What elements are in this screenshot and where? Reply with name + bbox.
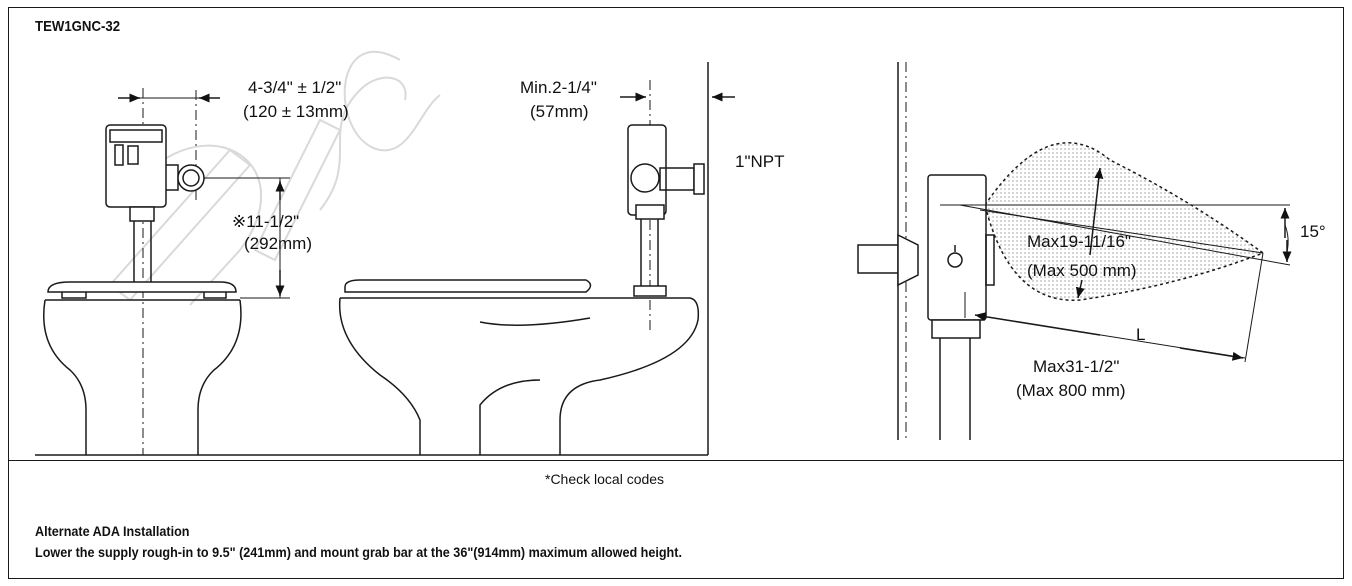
height-dim-label: ※11-1/2"	[232, 212, 299, 231]
watermark	[109, 50, 441, 306]
angle-label: 15°	[1300, 222, 1326, 241]
ada-title: Alternate ADA Installation	[35, 523, 190, 539]
sensor-view	[857, 62, 1292, 440]
length-label: L	[1136, 325, 1145, 344]
side-view	[35, 62, 735, 456]
max-length-mm-label: (Max 800 mm)	[1016, 381, 1126, 400]
max-length-label: Max31-1/2"	[1033, 357, 1119, 376]
offset-dim-label: 4-3/4" ± 1/2"	[248, 78, 341, 97]
model-title: TEW1GNC-32	[35, 18, 121, 35]
min-dim-mm-label: (57mm)	[530, 102, 589, 121]
ada-text: Lower the supply rough-in to 9.5" (241mm…	[35, 544, 682, 560]
local-codes-note: *Check local codes	[545, 471, 665, 487]
range-dim-label: Max19-11/16"	[1027, 232, 1131, 251]
min-dim-label: Min.2-1/4"	[520, 78, 597, 97]
offset-dim-mm-label: (120 ± 13mm)	[243, 102, 349, 121]
drawing-frame	[8, 7, 1344, 579]
height-dim-mm-label: (292mm)	[244, 234, 312, 253]
front-view	[43, 88, 290, 455]
range-dim-mm-label: (Max 500 mm)	[1027, 261, 1137, 280]
thread-label: 1"NPT	[735, 152, 785, 171]
section-divider	[8, 460, 1344, 461]
